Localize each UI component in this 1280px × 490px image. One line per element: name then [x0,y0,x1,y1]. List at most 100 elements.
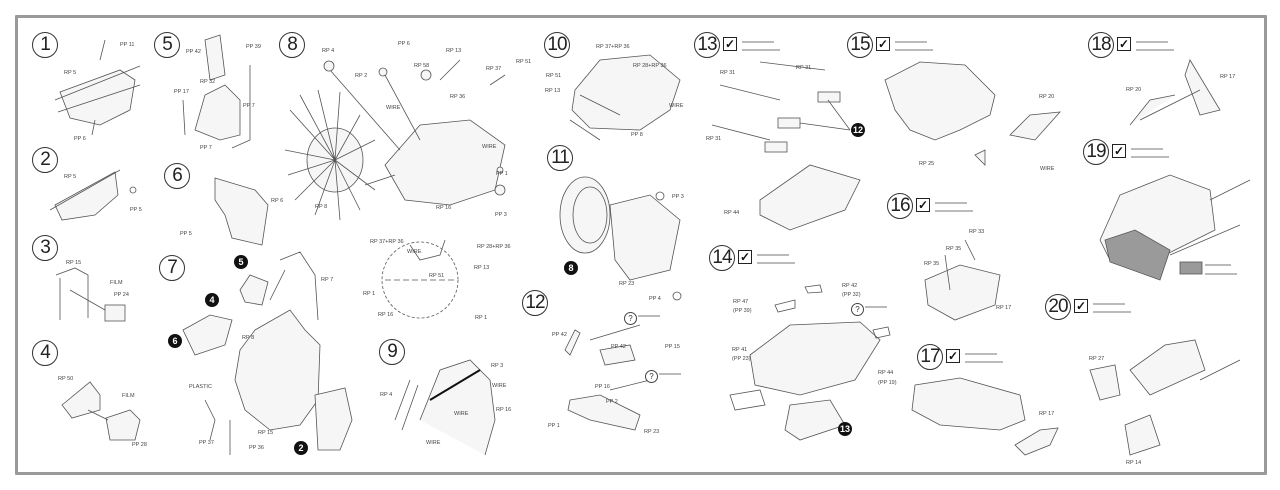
part-label: PP 7 [200,145,212,151]
part-label: PP 1 [496,171,508,177]
step-14-drawing [729,284,891,441]
step-13-drawing [711,61,861,231]
step-number-15: 15 [847,32,873,58]
step-number-1: 1 [32,32,58,58]
instruction-text-placeholder [1136,41,1168,43]
part-label: RP 37+RP 36 [596,44,630,50]
part-label: RP 13 [545,88,561,94]
part-label: RP 1 [363,291,376,297]
part-label: WIRE [454,411,469,417]
part-label: RP 5 [64,70,77,76]
instruction-text-placeholder [895,49,933,51]
part-label: RP 1 [475,315,488,321]
step-6-drawing [214,177,269,246]
part-label: RP 32 [200,79,216,85]
part-label: RP 35 [924,261,940,267]
instruction-text-placeholder [1131,148,1163,150]
step-number-14: 14 [709,245,735,271]
step-9-drawing [394,359,496,456]
checkbox-icon[interactable]: ✓ [1074,299,1088,313]
option-text-placeholder [638,315,660,317]
checkbox-icon[interactable]: ✓ [876,37,890,51]
part-label: RP 13 [446,48,462,54]
part-label: RP 20 [1126,87,1142,93]
optional-part-icon: ? [645,370,658,383]
part-label: PP 1 [548,423,560,429]
part-label: PP 42 [186,49,201,55]
part-label: (PP 39) [733,308,752,314]
step-reference-callout: 13 [838,422,852,436]
part-label: RP 47 [733,299,749,305]
part-label: RP 17 [1220,74,1236,80]
part-label: WIRE [669,103,684,109]
step-reference-callout: 8 [564,261,578,275]
part-label: PP 3 [672,194,684,200]
part-label: PP 6 [74,136,86,142]
step-16-drawing [924,239,1001,321]
part-label: RP 25 [919,161,935,167]
step-15-drawing [884,61,1061,166]
part-label: PP 5 [180,231,192,237]
part-label: RP 37+RP 36 [370,239,404,245]
step-19-drawing [1099,174,1251,281]
part-label: PP 24 [114,292,129,298]
instruction-text-placeholder [742,49,780,51]
step-number-13: 13 [694,32,720,58]
step-number-11: 11 [547,145,573,171]
part-label: PP 42 [611,344,626,350]
instruction-text-placeholder [1093,303,1125,305]
step-number-4: 4 [32,340,58,366]
part-label: PP 42 [552,332,567,338]
part-label: RP 8 [242,335,255,341]
part-label: RP 4 [322,48,335,54]
checkbox-icon[interactable]: ✓ [1112,144,1126,158]
step-number-8: 8 [279,32,305,58]
part-label: RP 5 [64,174,77,180]
checkbox-icon[interactable]: ✓ [916,198,930,212]
part-label: WIRE [386,105,401,111]
step-number-10: 10 [544,32,570,58]
part-label: RP 16 [496,407,512,413]
part-label: RP 23 [644,429,660,435]
step-2-drawing [49,169,137,221]
optional-part-icon: ? [624,312,637,325]
paint-legend-text [1205,273,1237,275]
part-label: RP 4 [380,392,393,398]
step-number-9: 9 [379,339,405,365]
part-label: PP 6 [398,41,410,47]
part-label: RP 28+RP 36 [633,63,667,69]
part-label: WIRE [482,144,497,150]
step-number-12: 12 [522,290,548,316]
part-label: WIRE [492,383,507,389]
part-label: RP 44 [878,370,894,376]
checkbox-icon[interactable]: ✓ [738,250,752,264]
part-label: RP 27 [1089,356,1105,362]
step-11-drawing [559,176,682,301]
part-label: RP 51 [429,273,445,279]
part-label: RP 28+RP 36 [477,244,511,250]
step-number-17: 17 [917,344,943,370]
part-label: PP 36 [249,445,264,451]
part-label: RP 31 [796,65,812,71]
instruction-text-placeholder [1136,49,1174,51]
step-number-7: 7 [159,255,185,281]
part-label: RP 31 [706,136,722,142]
part-label: WIRE [426,440,441,446]
checkbox-icon[interactable]: ✓ [1117,37,1131,51]
part-label: RP 41 [732,347,748,353]
step-number-18: 18 [1088,32,1114,58]
checkbox-icon[interactable]: ✓ [723,37,737,51]
option-text-placeholder [865,306,887,308]
part-label: (PP 23) [732,356,751,362]
part-label: RP 35 [946,246,962,252]
part-label: RP 14 [1126,460,1142,466]
part-label: RP 51 [516,59,532,65]
part-label: RP 37 [486,66,502,72]
part-label: PP 4 [649,296,661,302]
step-reference-callout: 5 [234,255,248,269]
part-label: PP 37 [199,440,214,446]
step-8-drawing [284,59,506,319]
part-label: RP 15 [66,260,82,266]
step-4-drawing [61,381,141,441]
checkbox-icon[interactable]: ✓ [946,349,960,363]
